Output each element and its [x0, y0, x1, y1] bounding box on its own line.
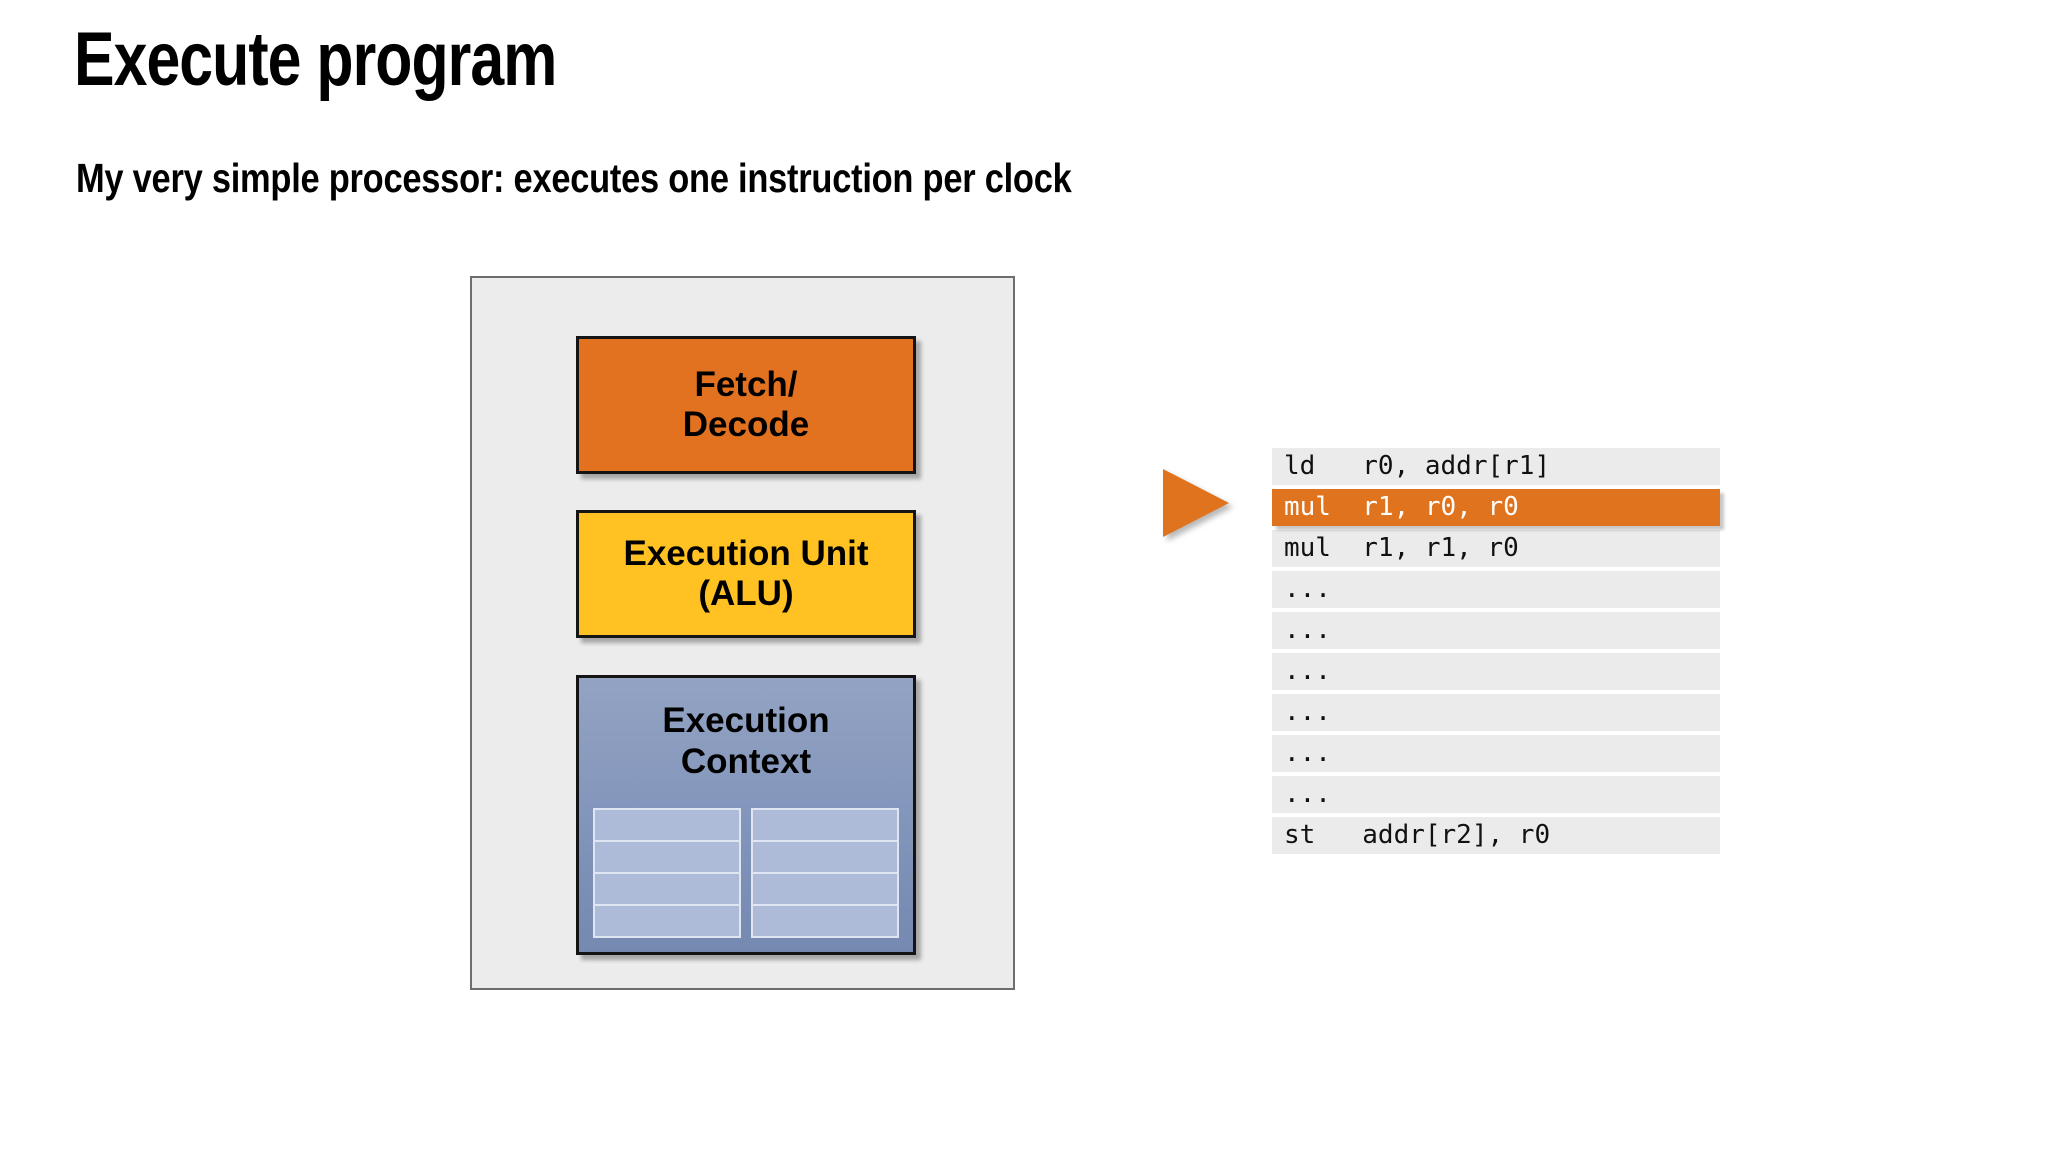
instruction-row: ...: [1272, 653, 1720, 690]
fetch-decode-label-line1: Fetch/: [694, 364, 798, 404]
register-grid: [593, 808, 899, 938]
instruction-row: ...: [1272, 694, 1720, 731]
fetch-decode-block: Fetch/ Decode: [576, 336, 916, 474]
register-cell: [595, 906, 739, 936]
instruction-row: ...: [1272, 612, 1720, 649]
execution-unit-label-line1: Execution Unit: [623, 533, 869, 573]
play-triangle-icon: [1163, 469, 1229, 537]
register-bank: [751, 808, 899, 938]
register-bank: [593, 808, 741, 938]
fetch-decode-label-line2: Decode: [682, 405, 810, 444]
processor-diagram: Fetch/ Decode Execution Unit (ALU) Execu…: [470, 276, 1015, 990]
instruction-row-current: mul r1, r0, r0: [1272, 489, 1720, 526]
instruction-row: st addr[r2], r0: [1272, 817, 1720, 854]
register-cell: [753, 810, 897, 842]
page-title: Execute program: [74, 17, 557, 102]
register-cell: [595, 842, 739, 874]
page-subtitle: My very simple processor: executes one i…: [76, 155, 1072, 201]
instruction-row: ...: [1272, 776, 1720, 813]
execution-context-block: Execution Context: [576, 675, 916, 955]
execution-context-label-line1: Execution: [662, 701, 830, 740]
execution-context-label-line2: Context: [680, 742, 812, 782]
instruction-row: mul r1, r1, r0: [1272, 530, 1720, 567]
execution-unit-label: Execution Unit (ALU): [623, 534, 868, 615]
instruction-list: ld r0, addr[r1] mul r1, r0, r0 mul r1, r…: [1272, 448, 1720, 858]
execution-context-label: Execution Context: [579, 700, 913, 783]
fetch-decode-label: Fetch/ Decode: [683, 365, 809, 446]
register-cell: [753, 906, 897, 936]
register-cell: [595, 874, 739, 906]
register-cell: [753, 874, 897, 906]
execution-unit-label-line2: (ALU): [698, 574, 794, 613]
register-cell: [753, 842, 897, 874]
register-cell: [595, 810, 739, 842]
instruction-row: ...: [1272, 571, 1720, 608]
instruction-row: ld r0, addr[r1]: [1272, 448, 1720, 485]
instruction-row: ...: [1272, 735, 1720, 772]
execution-unit-block: Execution Unit (ALU): [576, 510, 916, 638]
